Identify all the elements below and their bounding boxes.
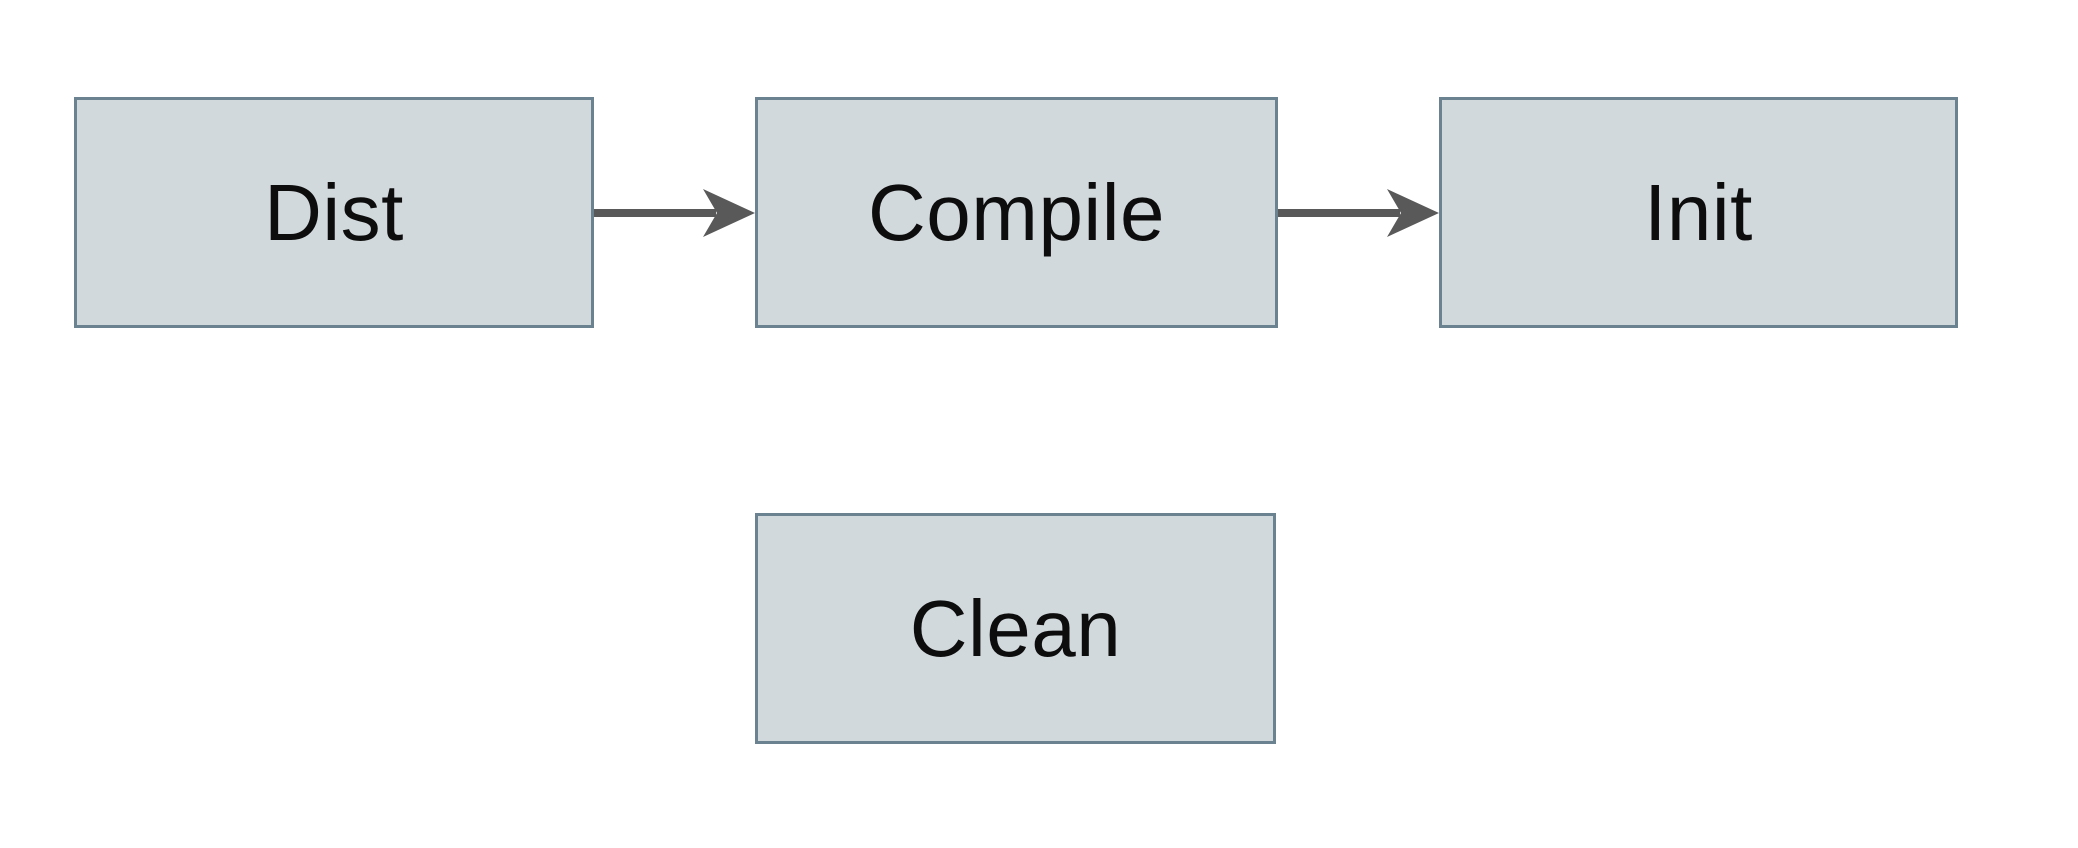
node-dist: Dist xyxy=(74,97,594,328)
node-init: Init xyxy=(1439,97,1958,328)
arrow-compile-to-init-icon xyxy=(1278,189,1439,237)
node-init-label: Init xyxy=(1644,167,1753,257)
node-dist-label: Dist xyxy=(264,167,404,257)
node-compile: Compile xyxy=(755,97,1278,328)
node-compile-label: Compile xyxy=(868,167,1165,257)
node-clean-label: Clean xyxy=(909,583,1122,673)
node-clean: Clean xyxy=(755,513,1276,744)
arrow-dist-to-compile-icon xyxy=(594,189,755,237)
